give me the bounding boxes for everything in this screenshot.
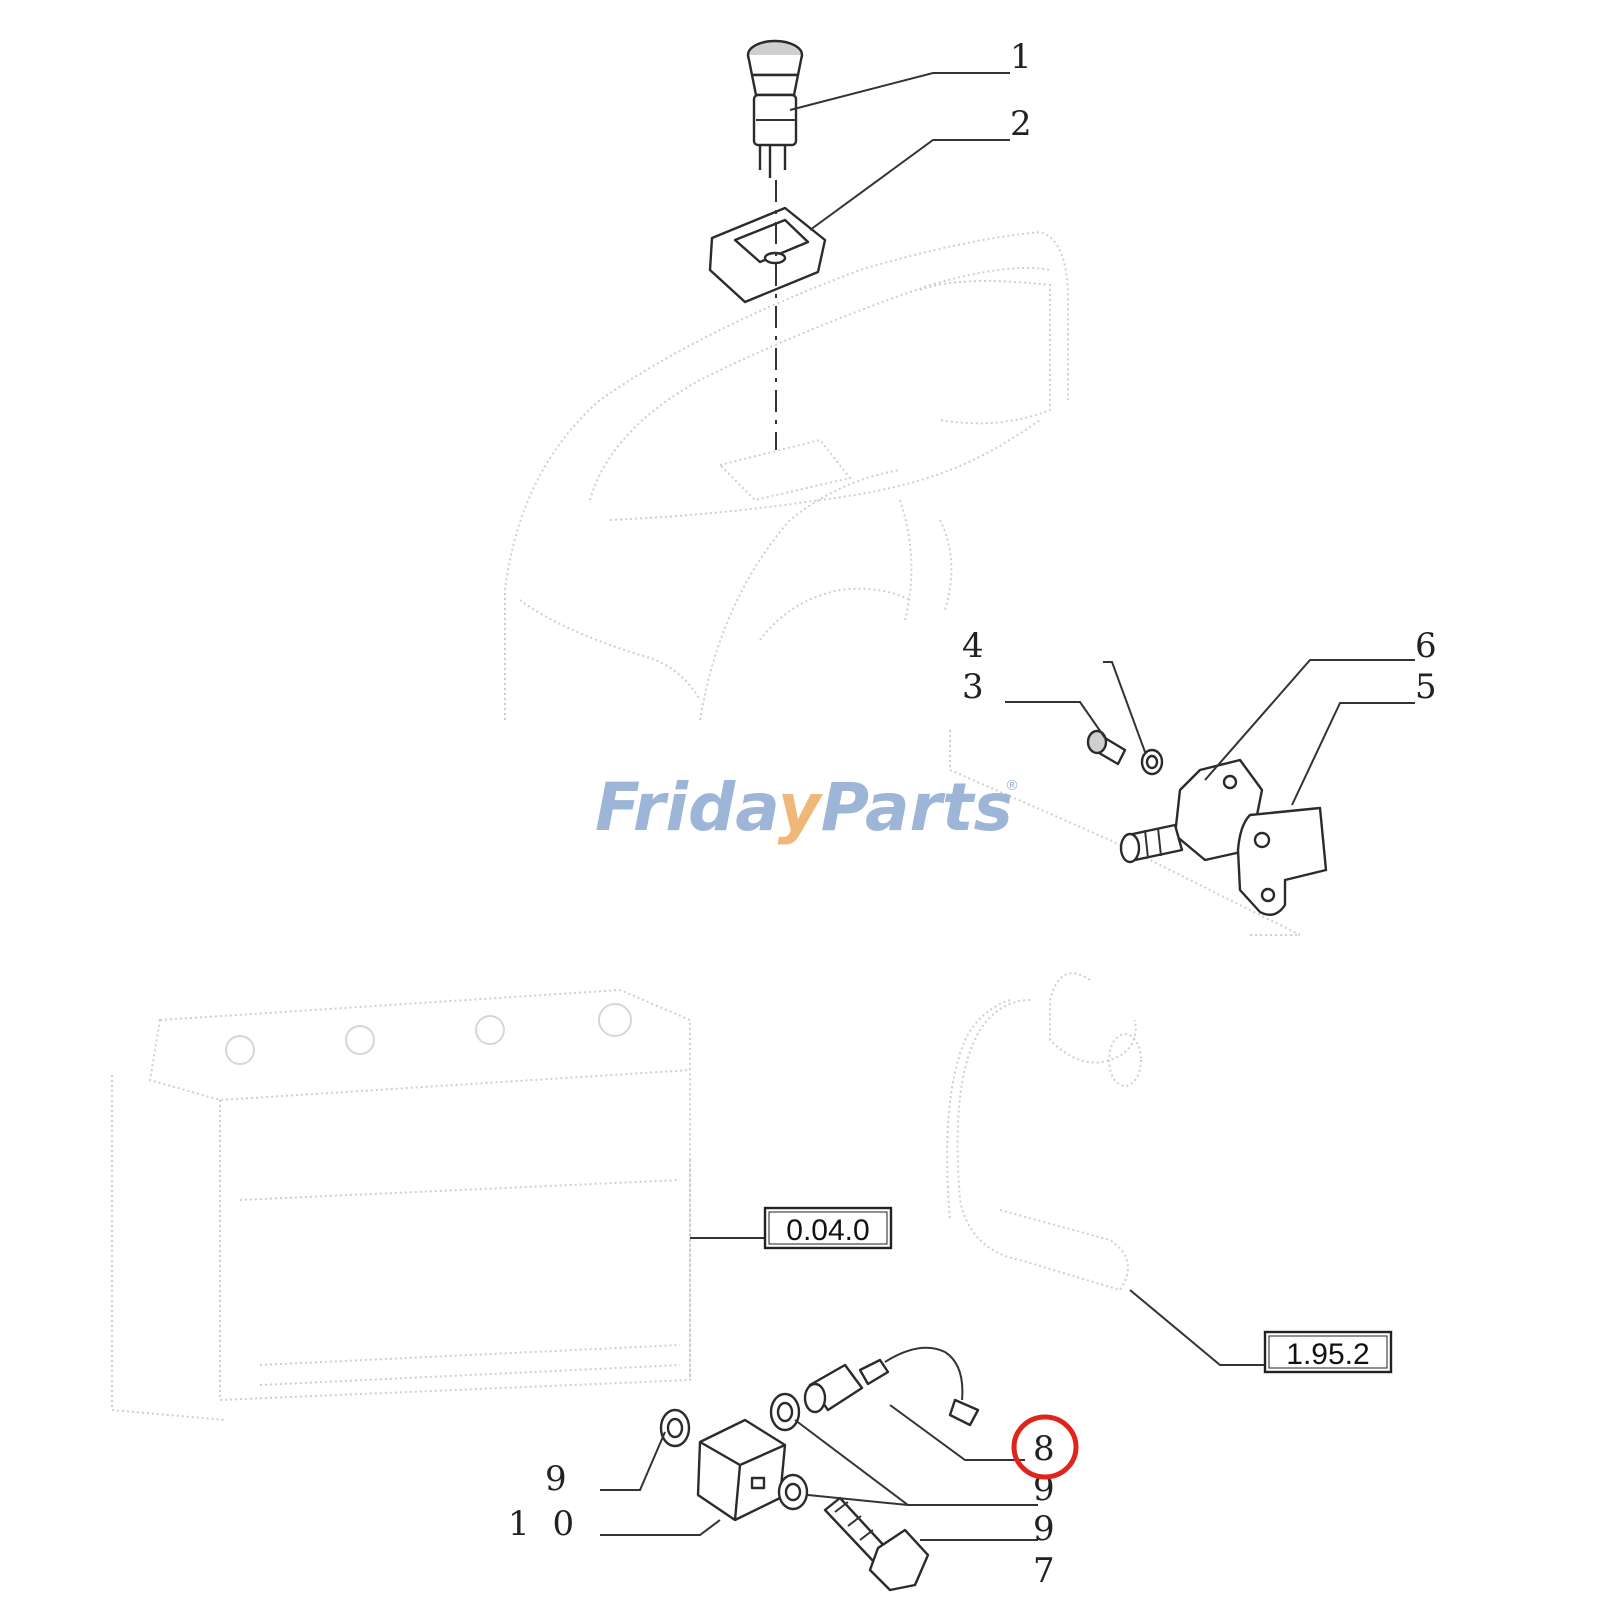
part-5-bracket (1236, 806, 1328, 916)
reference-label-0-04-0: 0.04.0 (786, 1214, 869, 1247)
part-2-switch-bezel (708, 206, 827, 304)
callout-2: 2 (1010, 104, 1032, 144)
part-7-banjo-bolt (823, 1496, 930, 1592)
callout-9-left: 9 (545, 1459, 567, 1499)
callout-3: 3 (962, 667, 984, 707)
callout-10: 1 0 (508, 1504, 580, 1544)
callout-1: 1 (1010, 37, 1032, 77)
reference-box-0-04-0[interactable]: 0.04.0 (763, 1206, 893, 1250)
part-3-screw (1086, 729, 1127, 766)
part-9-sealing-washer-left (659, 1408, 691, 1448)
logo-text-mid: y (778, 769, 824, 846)
part-8-temperature-sender (803, 1346, 980, 1427)
part-9-sealing-washer-right-bottom (777, 1473, 809, 1511)
logo-text-right: Parts (821, 769, 1013, 846)
callout-5: 5 (1415, 667, 1437, 707)
part-10-adapter-block (696, 1418, 787, 1522)
callout-7: 7 (1033, 1551, 1055, 1591)
callout-8: 8 (1033, 1429, 1055, 1469)
leader-lines (600, 72, 1415, 1541)
reference-box-1-95-2[interactable]: 1.95.2 (1263, 1330, 1393, 1374)
highlight-circle (1011, 1414, 1079, 1480)
watermark-logo: FridayParts ® (595, 769, 1019, 846)
svg-text:FridayParts: FridayParts (595, 769, 1013, 846)
ghost-cab-outline (504, 230, 1069, 721)
callout-9-right-bottom: 9 (1033, 1509, 1055, 1549)
part-9-sealing-washer-right-top (769, 1392, 801, 1432)
ghost-engine-block (111, 988, 691, 1421)
logo-registered-mark: ® (1005, 778, 1019, 794)
ghost-bracket-and-pipe (946, 730, 1301, 1292)
callout-6: 6 (1415, 626, 1437, 666)
logo-text-left: Frida (595, 769, 778, 846)
part-1-push-switch (746, 39, 804, 178)
callout-labels: 1 2 4 3 6 5 8 9 1 0 9 9 7 (508, 37, 1437, 1591)
part-4-washer (1140, 748, 1164, 776)
reference-label-1-95-2: 1.95.2 (1286, 1338, 1369, 1371)
callout-4: 4 (962, 626, 984, 666)
